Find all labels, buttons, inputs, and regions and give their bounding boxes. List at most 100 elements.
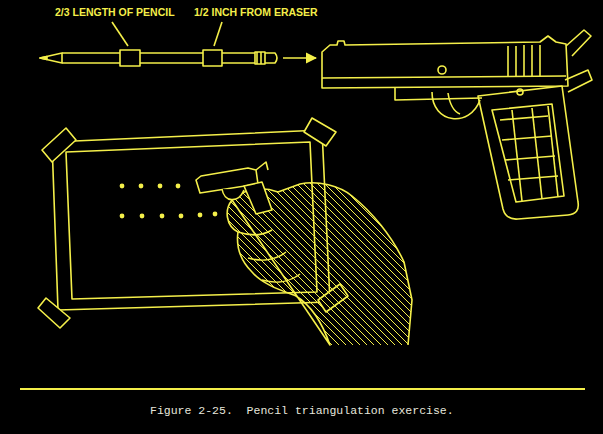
pistol-part: [395, 88, 482, 100]
pistol-part: [448, 93, 460, 114]
pistol-part: [566, 30, 591, 56]
pistol-part: [508, 176, 558, 180]
pencil-part: [255, 52, 265, 64]
dots-part: [140, 214, 145, 219]
dots-part: [120, 184, 125, 189]
part-label: 2/3 LENGTH OF PENCIL: [55, 6, 175, 19]
dots-part: [176, 184, 181, 189]
dots-part: [198, 213, 203, 218]
pistol-part: [548, 106, 558, 197]
pistol-part: [517, 89, 523, 95]
hatch-line: [48, 180, 218, 350]
hatch-line: [125, 180, 295, 350]
rule-line: [20, 388, 585, 390]
hatch-line: [461, 180, 603, 350]
hatch-line: [76, 180, 246, 350]
hatch-line: [349, 180, 519, 350]
pencil-part: [62, 52, 255, 54]
hatch-line: [272, 180, 442, 350]
pistol-part: [507, 46, 509, 76]
hatch-line: [20, 180, 190, 350]
hatch-line: [363, 180, 533, 350]
hatch-line: [55, 180, 225, 350]
hatch-line: [370, 180, 540, 350]
hatch-line: [328, 180, 498, 350]
pistol-part: [515, 46, 517, 76]
hatch-line: [447, 180, 603, 350]
pistol-part: [532, 108, 542, 199]
hatch-line: [293, 180, 463, 350]
pistol-part: [502, 136, 552, 140]
pistol: [322, 30, 592, 219]
dots-part: [179, 214, 184, 219]
pistol-part: [565, 70, 592, 92]
hatch-line: [454, 180, 603, 350]
hatch-line: [405, 180, 575, 350]
pistol-part: [322, 36, 568, 88]
dots-part: [213, 212, 218, 217]
figure-caption: Figure 2-25. Pencil triangulation exerci…: [150, 403, 454, 418]
pistol-part: [531, 45, 533, 76]
pencil: [40, 50, 277, 66]
pistol-part: [478, 86, 578, 219]
pistol-part: [505, 156, 555, 160]
pistol-part: [438, 66, 446, 74]
pistol-part: [500, 116, 548, 120]
hatch-line: [41, 180, 211, 350]
hatch-line: [356, 180, 526, 350]
hatch-line: [440, 180, 603, 350]
hatch-line: [314, 180, 484, 350]
pencil-part: [256, 52, 258, 64]
small-pistol-part: [256, 162, 268, 170]
hand-part: [248, 252, 286, 260]
line-art: [20, 22, 603, 389]
leader-line: [112, 22, 128, 46]
pistol-part: [492, 104, 564, 202]
hatch-line: [62, 180, 232, 350]
target-paper-part: [38, 298, 70, 328]
dots-part: [139, 184, 144, 189]
hatch-line: [433, 180, 603, 350]
arrow: [283, 57, 316, 59]
hatch-line: [426, 180, 596, 350]
target-paper-part: [304, 118, 336, 146]
hatch-line: [475, 180, 603, 350]
hatch-line: [111, 180, 281, 350]
hatch-line: [118, 180, 288, 350]
hatch-line: [398, 180, 568, 350]
hatch-line: [321, 180, 491, 350]
pistol-part: [539, 45, 541, 76]
hatch-line: [244, 180, 414, 350]
pencil-part: [203, 50, 222, 66]
hatch-line: [468, 180, 603, 350]
hatch-line: [230, 180, 400, 350]
hatch-line: [391, 180, 561, 350]
hatch-line: [419, 180, 589, 350]
pistol-part: [512, 110, 522, 201]
target-paper-part: [42, 128, 76, 162]
small-pistol: [196, 162, 272, 214]
pencil-part: [62, 62, 255, 64]
hatch-line: [223, 180, 393, 350]
pencil-part: [40, 53, 62, 63]
hand-part: [238, 230, 272, 235]
hatch-line: [258, 180, 428, 350]
dots-part: [160, 214, 165, 219]
hand-part: [227, 183, 412, 345]
small-pistol-part: [244, 182, 272, 214]
hatch-line: [34, 180, 204, 350]
pencil-part: [260, 52, 262, 64]
hatch-line: [300, 180, 470, 350]
hatch-line: [377, 180, 547, 350]
pencil-part: [40, 57, 47, 60]
hatch-line: [307, 180, 477, 350]
pencil-part: [120, 50, 140, 66]
hand-part: [20, 180, 603, 350]
hatch-line: [412, 180, 582, 350]
target-paper-part: [66, 142, 317, 299]
hatch-line: [27, 180, 197, 350]
hatch-line: [83, 180, 253, 350]
pistol-part: [432, 92, 480, 119]
small-pistol-part: [222, 189, 244, 200]
hand-part: [262, 274, 300, 282]
